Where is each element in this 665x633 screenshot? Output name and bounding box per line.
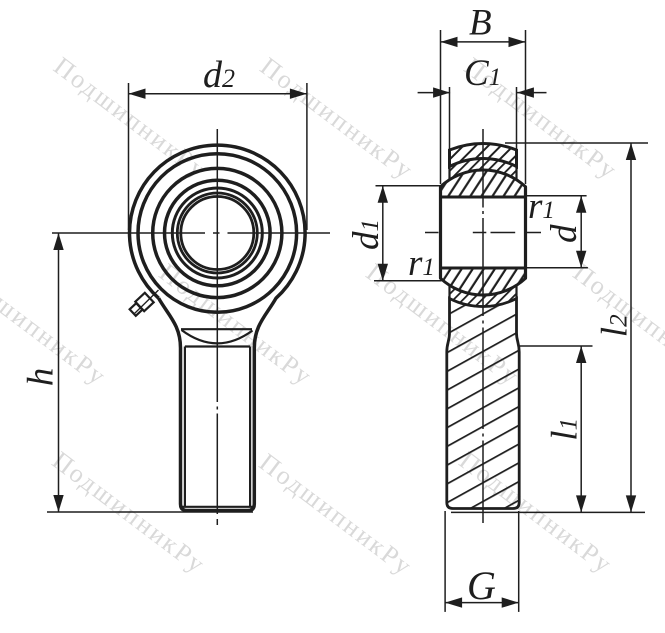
svg-text:d2: d2	[203, 54, 235, 96]
svg-text:l1: l1	[545, 418, 586, 441]
svg-text:ПодшипникРу: ПодшипникРу	[48, 51, 213, 185]
svg-text:r1: r1	[408, 243, 435, 284]
svg-text:d1: d1	[346, 219, 387, 250]
svg-text:h: h	[21, 368, 62, 387]
svg-text:C1: C1	[464, 53, 501, 94]
svg-text:ПодшипникРу: ПодшипникРу	[255, 52, 420, 186]
svg-text:ПодшипникРу: ПодшипникРу	[254, 448, 419, 582]
svg-text:r1: r1	[528, 186, 555, 227]
svg-text:B: B	[469, 3, 492, 44]
svg-text:d: d	[544, 224, 585, 243]
svg-text:G: G	[467, 563, 496, 608]
svg-text:l2: l2	[595, 314, 636, 337]
